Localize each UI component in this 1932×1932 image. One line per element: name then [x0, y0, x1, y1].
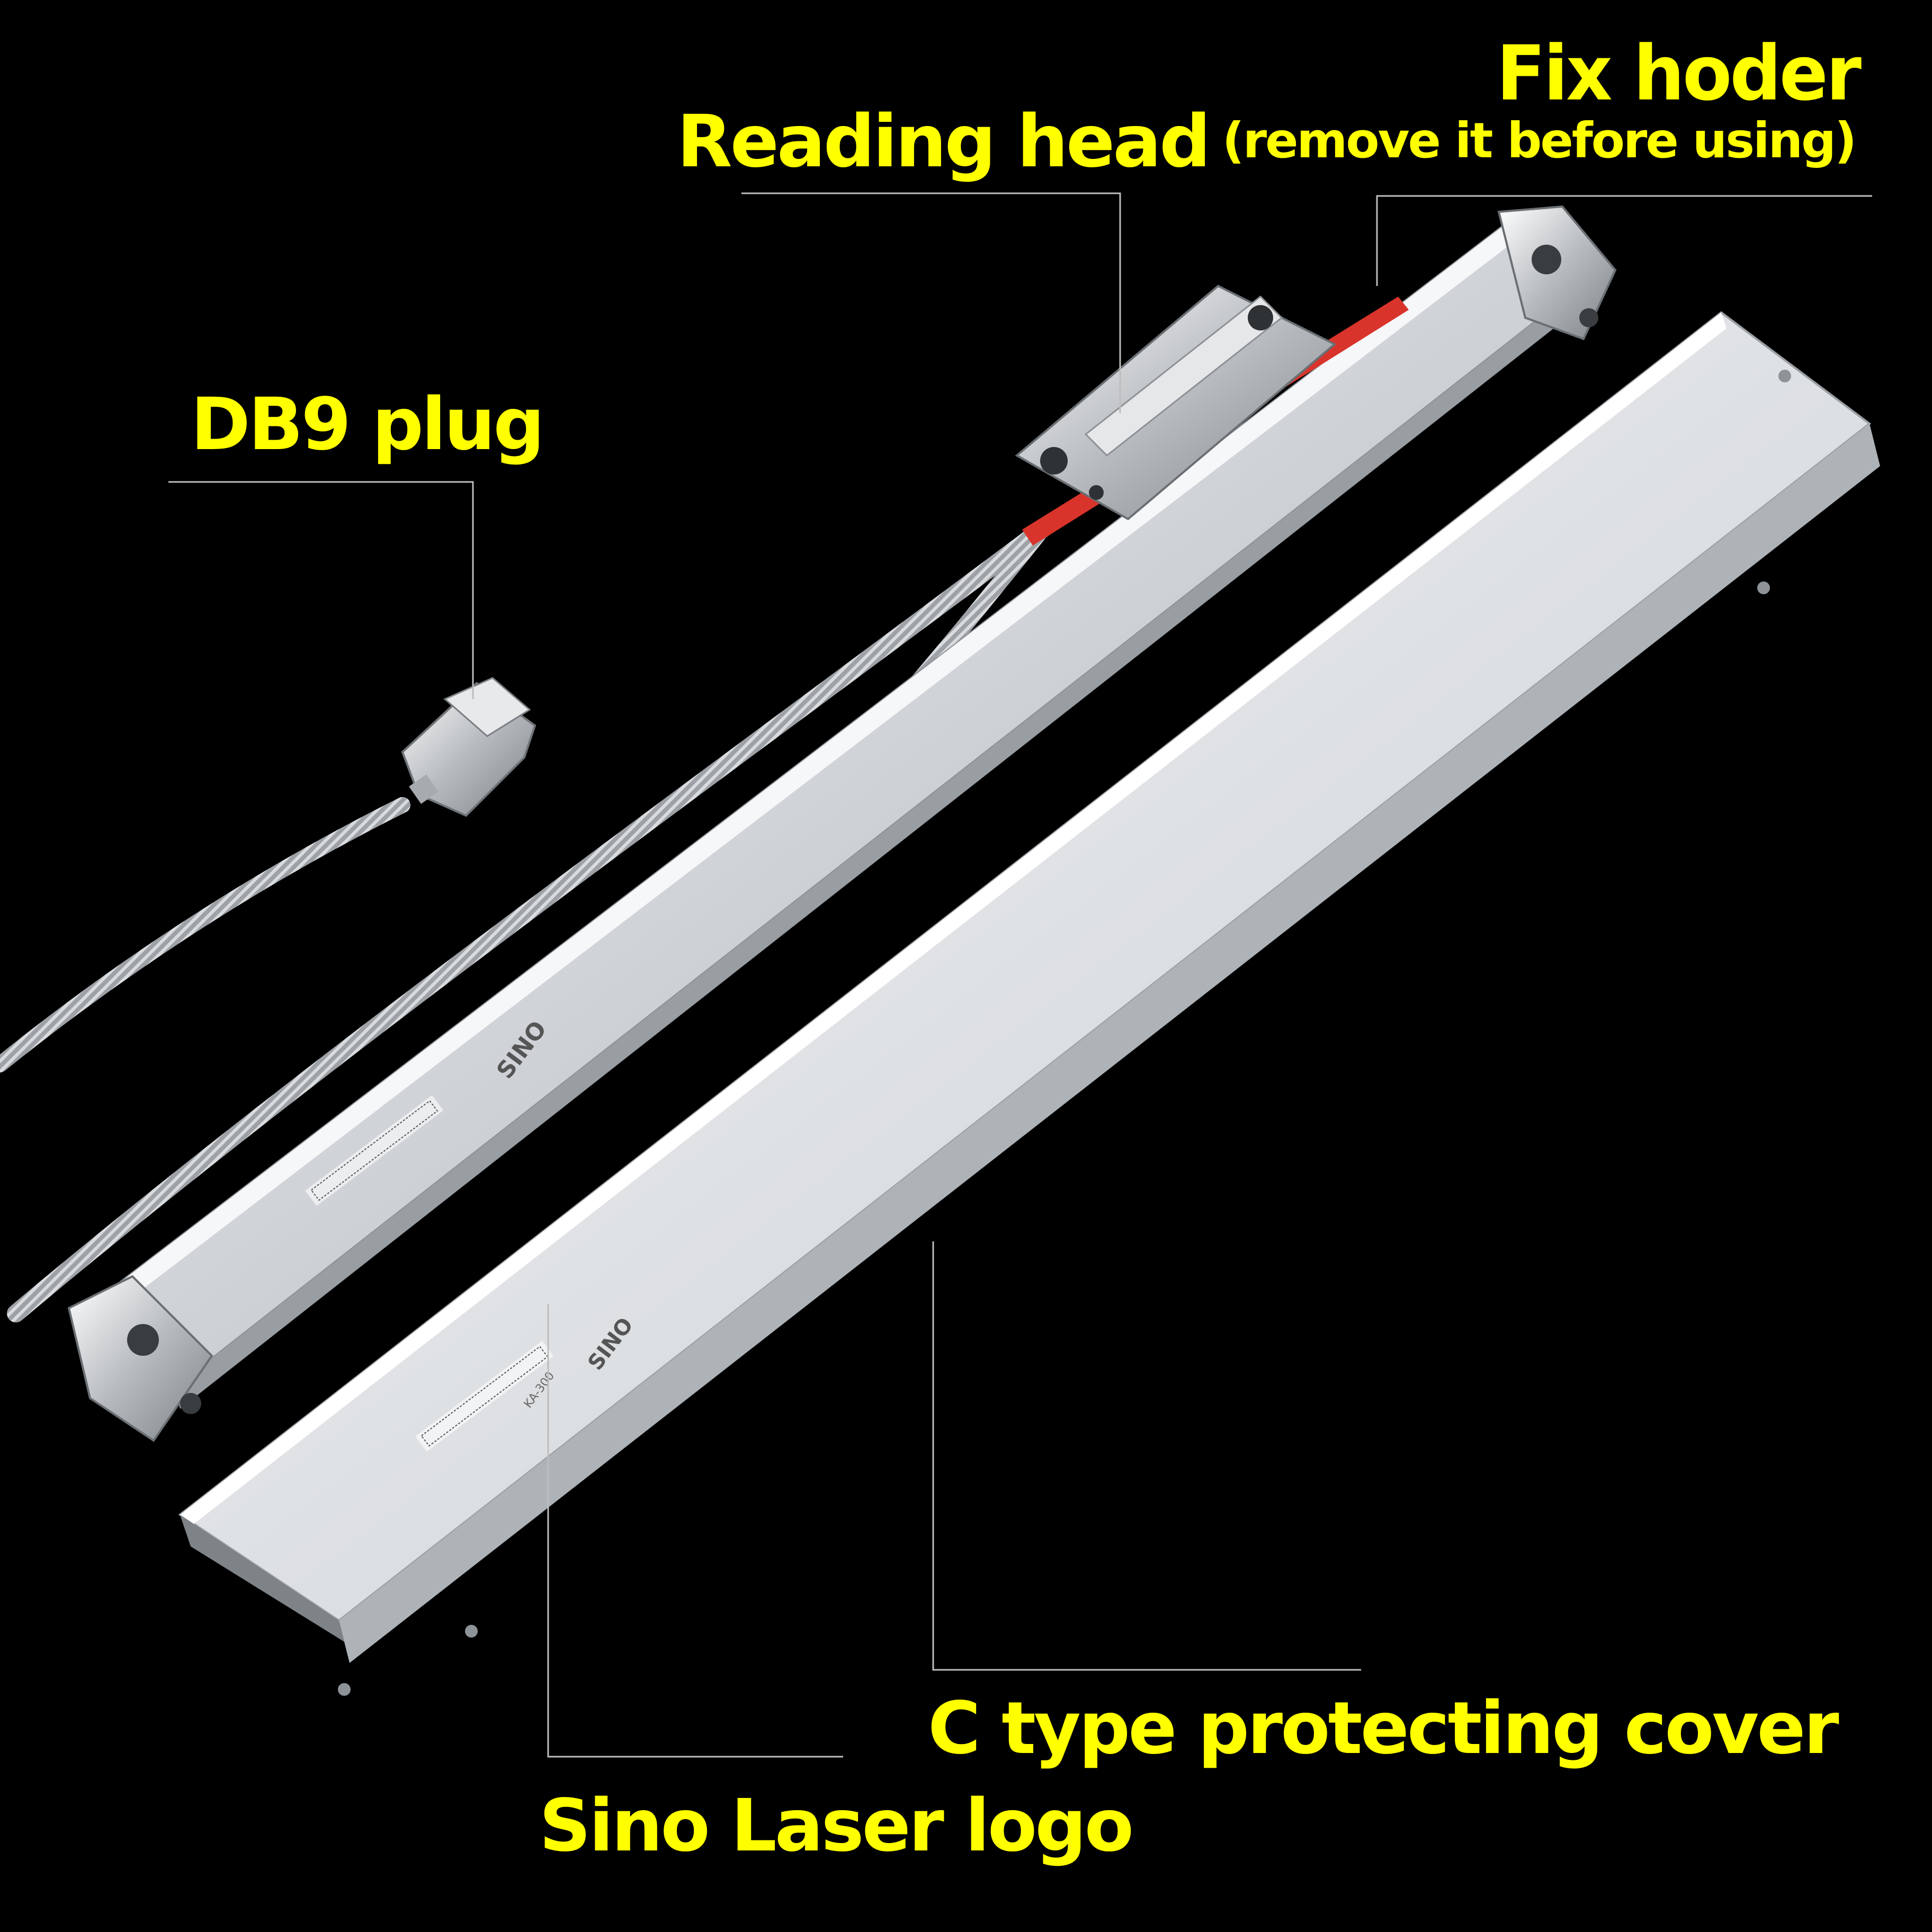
leader-reading-head — [741, 192, 1121, 413]
protecting-cover — [178, 311, 1880, 1696]
fix-holder-label: Fix hoder — [1496, 30, 1862, 118]
db9-plug-label: DB9 plug — [191, 383, 545, 467]
protecting-cover-label: C type protecting cover — [928, 1687, 1839, 1770]
leader-db9 — [168, 481, 474, 699]
leader-logo — [547, 1304, 843, 1758]
db9-connector — [401, 677, 536, 817]
reading-head-label: Reading head — [677, 100, 1211, 184]
reading-head — [1015, 284, 1337, 521]
leader-cover — [932, 1241, 1361, 1671]
leader-lines — [168, 192, 1872, 1758]
leader-fix-holder — [1376, 195, 1872, 286]
logo-label: Sino Laser logo — [539, 1784, 1134, 1868]
fix-holder-note: (remove it before using) — [1222, 112, 1857, 169]
armored-cable-to-scale — [7, 515, 1058, 1322]
